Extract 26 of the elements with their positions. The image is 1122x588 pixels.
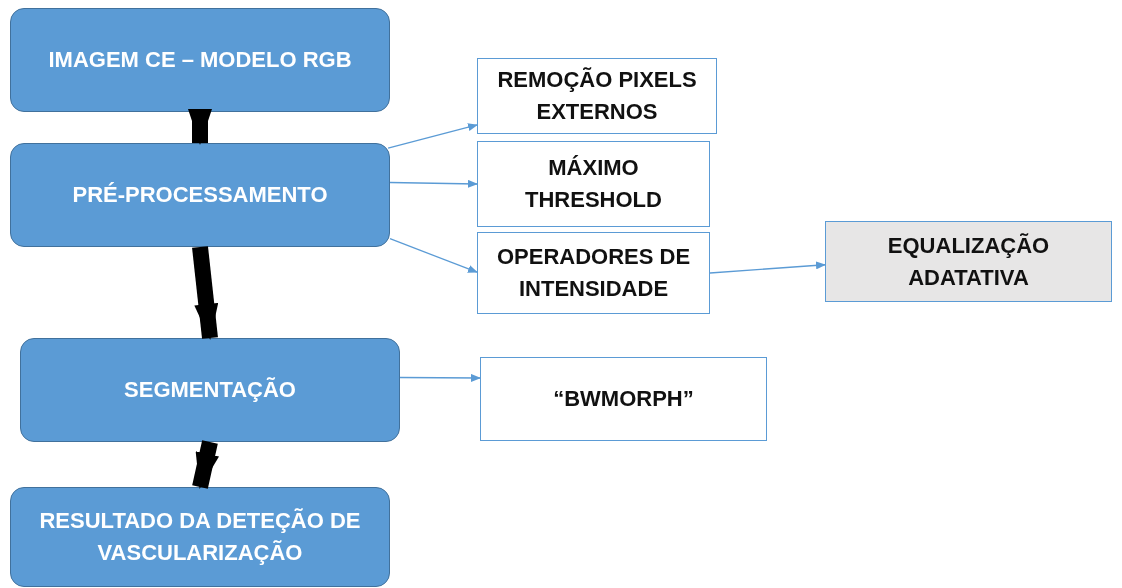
process-box (10, 8, 390, 112)
box-label: PRÉ-PROCESSAMENTO (72, 181, 328, 210)
process-box (10, 143, 390, 247)
box-label: SEGMENTAÇÃO (124, 376, 296, 405)
arrow (399, 373, 481, 382)
process-box (10, 487, 390, 587)
step-box (480, 357, 767, 441)
step-box (477, 141, 710, 227)
process-box (20, 338, 400, 442)
box-label: MÁXIMO THRESHOLD (524, 154, 663, 214)
arrow (188, 109, 212, 145)
box-label: REMOÇÃO PIXELS EXTERNOS (496, 66, 698, 126)
arrow (389, 238, 478, 273)
arrow (387, 123, 478, 149)
step-box (477, 232, 710, 314)
sub-step-box (825, 221, 1112, 302)
box-label: RESULTADO DA DETEÇÃO DE VASCULARIZAÇÃO (38, 507, 362, 567)
box-label: OPERADORES DE INTENSIDADE (495, 243, 692, 303)
box-label: EQUALIZAÇÃO ADATATIVA (886, 231, 1051, 292)
step-box (477, 58, 717, 134)
box-label: IMAGEM CE – MODELO RGB (48, 46, 352, 75)
box-label: “BWMORPH” (553, 385, 694, 414)
arrow (709, 261, 826, 274)
arrow (389, 179, 478, 188)
arrow (192, 246, 219, 340)
arrow (192, 440, 220, 489)
